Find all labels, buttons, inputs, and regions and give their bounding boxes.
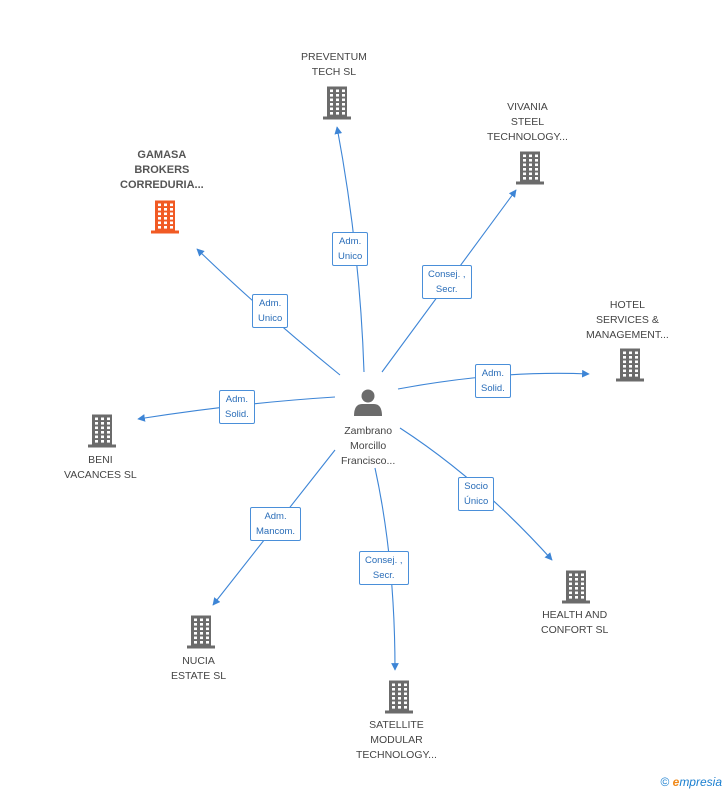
building-icon[interactable] <box>562 570 590 604</box>
role-badge-hotel-line: Adm. <box>481 368 504 379</box>
company-label-health-line: HEALTH AND <box>542 609 608 621</box>
company-label-vivania[interactable]: VIVANIA STEEL TECHNOLOGY... <box>487 100 568 145</box>
brand-logo: © empresia <box>660 775 722 789</box>
role-badge-gamasa-line: Unico <box>258 313 283 324</box>
building-icon[interactable] <box>187 615 215 649</box>
building-icon[interactable] <box>516 151 544 185</box>
company-label-gamasa-line: BROKERS <box>134 164 190 176</box>
company-label-satellite-line: SATELLITE <box>369 719 424 731</box>
role-badge-hotel-line: Solid. <box>481 383 505 394</box>
company-label-satellite[interactable]: SATELLITE MODULAR TECHNOLOGY... <box>356 718 437 763</box>
role-badge-preventum-line: Adm. <box>339 236 362 247</box>
company-label-nucia[interactable]: NUCIA ESTATE SL <box>171 654 226 684</box>
person-icon[interactable] <box>354 389 382 417</box>
role-badge-satellite-line: Secr. <box>372 570 395 581</box>
company-label-gamasa-line: CORREDURIA... <box>120 179 204 191</box>
company-label-nucia-line: ESTATE SL <box>171 670 227 682</box>
company-label-preventum[interactable]: PREVENTUM TECH SL <box>301 50 367 80</box>
role-badge-nucia-line: Mancom. <box>256 526 296 537</box>
company-label-satellite-line: MODULAR <box>370 734 423 746</box>
role-badge-satellite-line: Consej. , <box>365 555 403 566</box>
role-badge-hotel: Adm. Solid. <box>475 364 511 398</box>
company-label-hotel-line: HOTEL <box>609 299 645 311</box>
role-badge-health-line: Socio <box>464 481 489 492</box>
company-label-hotel-line: MANAGEMENT... <box>586 329 669 341</box>
company-label-beni[interactable]: BENI VACANCES SL <box>64 453 137 483</box>
role-badge-gamasa-line: Adm. <box>259 298 282 309</box>
company-label-hotel-line: SERVICES & <box>596 314 659 326</box>
company-label-health-line: CONFORT SL <box>541 624 609 636</box>
role-badge-beni-line: Adm. <box>225 394 248 405</box>
role-badge-vivania-line: Consej. , <box>428 269 466 280</box>
company-label-gamasa-line: GAMASA <box>137 149 187 161</box>
company-label-preventum-line: PREVENTUM <box>301 51 367 63</box>
role-badge-nucia-line: Adm. <box>264 511 287 522</box>
role-badge-beni-line: Solid. <box>225 409 249 420</box>
company-label-health[interactable]: HEALTH AND CONFORT SL <box>541 608 608 638</box>
center-person-label-line: Zambrano <box>344 425 393 437</box>
company-label-beni-line: BENI <box>88 454 113 466</box>
company-label-vivania-line: VIVANIA <box>507 101 548 113</box>
role-badge-satellite: Consej. , Secr. <box>359 551 409 585</box>
company-label-beni-line: VACANCES SL <box>64 469 137 481</box>
company-label-hotel[interactable]: HOTEL SERVICES & MANAGEMENT... <box>586 298 669 343</box>
company-label-vivania-line: STEEL <box>510 116 545 128</box>
role-badge-vivania: Consej. , Secr. <box>422 265 472 299</box>
role-badge-nucia: Adm. Mancom. <box>250 507 302 541</box>
role-badge-vivania-line: Secr. <box>435 284 458 295</box>
company-label-preventum-line: TECH SL <box>311 66 357 78</box>
company-label-vivania-line: TECHNOLOGY... <box>487 131 568 143</box>
role-badge-gamasa: Adm. Unico <box>252 294 289 328</box>
role-badge-preventum: Adm. Unico <box>332 232 369 266</box>
role-badge-preventum-line: Unico <box>338 251 363 262</box>
role-badge-health-line: Único <box>464 496 489 507</box>
center-person-label-line: Francisco... <box>341 455 396 467</box>
building-icon[interactable] <box>151 200 179 234</box>
company-label-nucia-line: NUCIA <box>182 655 215 667</box>
building-icon[interactable] <box>323 86 351 120</box>
company-label-gamasa[interactable]: GAMASA BROKERS CORREDURIA... <box>120 148 204 193</box>
role-badge-beni: Adm. Solid. <box>219 390 255 424</box>
center-person-label-line: Morcillo <box>350 440 387 452</box>
building-icon[interactable] <box>616 348 644 382</box>
company-label-satellite-line: TECHNOLOGY... <box>356 749 437 761</box>
building-icon[interactable] <box>385 680 413 714</box>
building-icon[interactable] <box>88 414 116 448</box>
